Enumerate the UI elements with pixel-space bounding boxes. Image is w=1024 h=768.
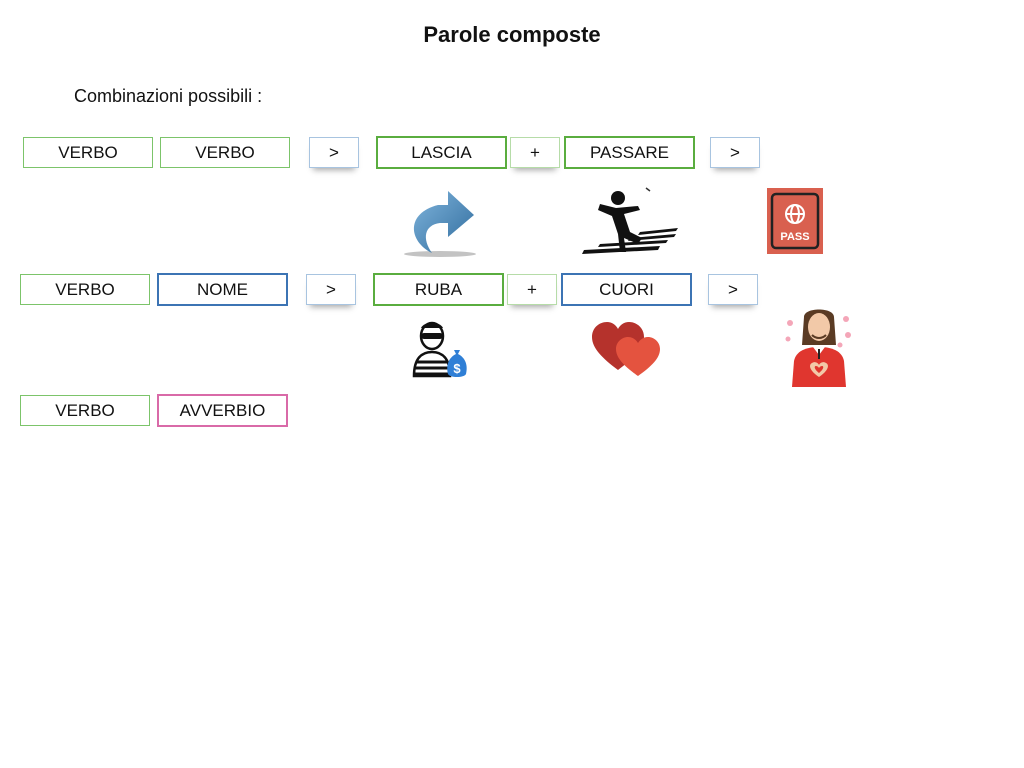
person-tripping-icon xyxy=(582,187,678,254)
word-box-ruba: RUBA xyxy=(373,273,504,306)
passport-label: PASS xyxy=(780,231,809,243)
redo-arrow-icon xyxy=(404,191,476,257)
type-box-verbo: VERBO xyxy=(20,395,150,426)
type-box-verbo: VERBO xyxy=(20,274,150,305)
plus-box: + xyxy=(510,137,560,168)
money-symbol: $ xyxy=(453,361,461,376)
type-box-verbo: VERBO xyxy=(23,137,153,168)
plus-box: + xyxy=(507,274,557,305)
word-box-cuori: CUORI xyxy=(561,273,692,306)
passport-icon: PASS xyxy=(767,188,823,254)
word-box-lascia: LASCIA xyxy=(376,136,507,169)
type-box-nome: NOME xyxy=(157,273,288,306)
thief-icon: $ xyxy=(412,321,467,378)
arrow-box: > xyxy=(306,274,356,305)
subtitle: Combinazioni possibili : xyxy=(74,86,263,106)
heartthrob-man-icon xyxy=(785,309,851,387)
word-box-passare: PASSARE xyxy=(564,136,695,169)
page-title: Parole composte xyxy=(423,22,601,47)
type-box-verbo: VERBO xyxy=(160,137,290,168)
arrow-box: > xyxy=(309,137,359,168)
arrow-box: > xyxy=(710,137,760,168)
arrow-box: > xyxy=(708,274,758,305)
type-box-avverbio: AVVERBIO xyxy=(157,394,288,427)
two-hearts-icon xyxy=(592,322,660,376)
